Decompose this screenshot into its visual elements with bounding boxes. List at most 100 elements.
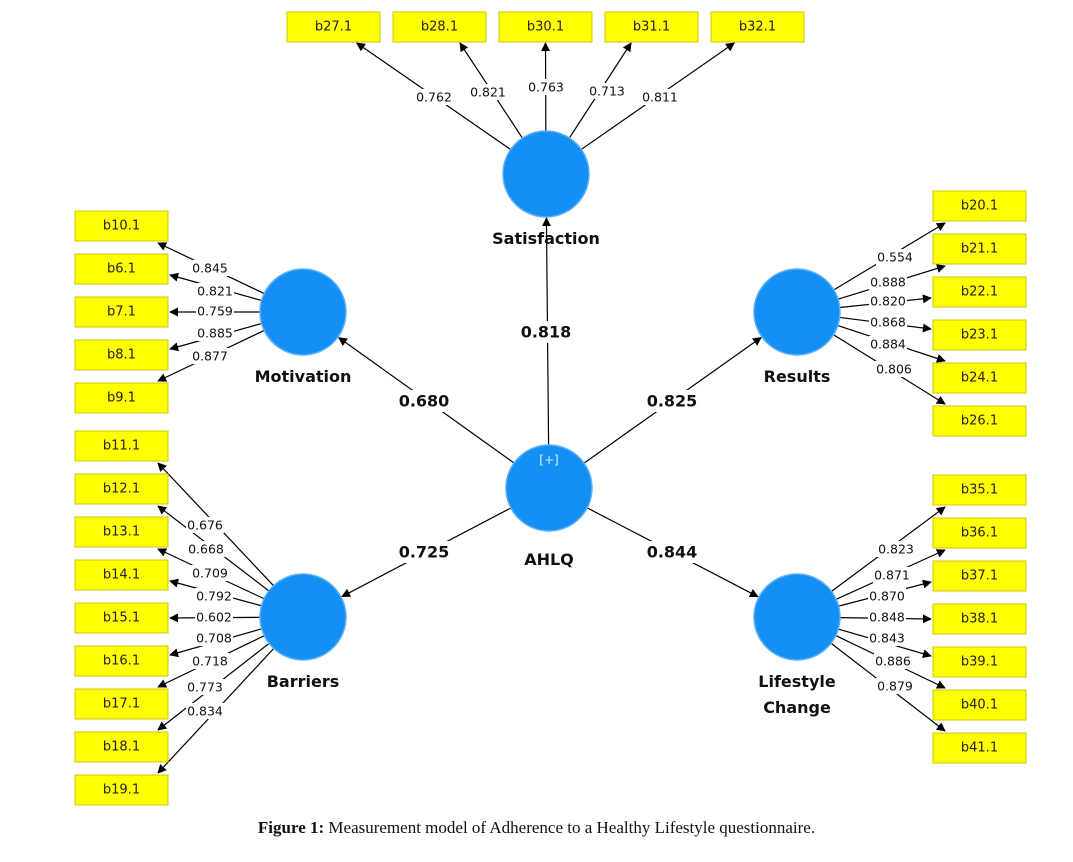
indicator-box[interactable] [74, 688, 169, 720]
indicator-box[interactable] [74, 253, 169, 285]
construct-circle[interactable] [259, 573, 347, 661]
indicator-box[interactable] [392, 11, 487, 43]
label-backdrop [877, 541, 915, 557]
indicator-b20.1[interactable]: b20.1 [932, 190, 1027, 222]
indicator-name: b9.1 [107, 391, 136, 406]
indicator-box[interactable] [286, 11, 381, 43]
construct-circle[interactable] [505, 444, 593, 532]
indicator-b9.1[interactable]: b9.1 [74, 382, 169, 414]
indicator-b6.1[interactable]: b6.1 [74, 253, 169, 285]
indicator-box[interactable] [74, 382, 169, 414]
label-backdrop [869, 293, 907, 309]
loading-value-b39.1: 0.843 [869, 631, 905, 646]
construct-results[interactable]: Results [753, 268, 841, 386]
loading-value-b9.1: 0.877 [192, 349, 228, 364]
construct-circle[interactable] [259, 268, 347, 356]
indicator-box[interactable] [932, 517, 1027, 549]
indicator-b13.1[interactable]: b13.1 [74, 516, 169, 548]
construct-circle[interactable] [753, 573, 841, 661]
expand-icon[interactable]: [+] [539, 453, 558, 467]
indicator-name: b24.1 [961, 371, 998, 386]
indicator-b12.1[interactable]: b12.1 [74, 473, 169, 505]
label-backdrop [187, 541, 225, 557]
indicator-name: b27.1 [315, 20, 352, 35]
indicator-b38.1[interactable]: b38.1 [932, 603, 1027, 635]
indicator-b16.1[interactable]: b16.1 [74, 645, 169, 677]
indicator-box[interactable] [74, 774, 169, 806]
construct-circle[interactable] [753, 268, 841, 356]
indicator-name: b35.1 [961, 483, 998, 498]
indicator-name: b39.1 [961, 655, 998, 670]
construct-barriers[interactable]: Barriers [259, 573, 347, 691]
indicator-name: b40.1 [961, 698, 998, 713]
indicator-name: b26.1 [961, 414, 998, 429]
indicator-box[interactable] [932, 474, 1027, 506]
indicator-box[interactable] [498, 11, 593, 43]
indicator-box[interactable] [74, 296, 169, 328]
indicator-box[interactable] [604, 11, 699, 43]
indicator-box[interactable] [74, 516, 169, 548]
indicator-b24.1[interactable]: b24.1 [932, 362, 1027, 394]
indicator-box[interactable] [74, 339, 169, 371]
indicator-box[interactable] [710, 11, 805, 43]
indicator-box[interactable] [74, 559, 169, 591]
indicator-b41.1[interactable]: b41.1 [932, 732, 1027, 764]
indicator-box[interactable] [932, 190, 1027, 222]
indicator-b10.1[interactable]: b10.1 [74, 210, 169, 242]
indicator-b32.1[interactable]: b32.1 [710, 11, 805, 43]
indicator-b35.1[interactable]: b35.1 [932, 474, 1027, 506]
indicator-box[interactable] [932, 560, 1027, 592]
construct-name: Change [763, 698, 831, 717]
construct-ahlq[interactable]: [+] AHLQ [505, 444, 593, 569]
indicator-box[interactable] [932, 603, 1027, 635]
indicator-box[interactable] [74, 210, 169, 242]
indicator-box[interactable] [74, 602, 169, 634]
indicator-b31.1[interactable]: b31.1 [604, 11, 699, 43]
construct-motivation[interactable]: Motivation [255, 268, 352, 386]
indicator-box[interactable] [932, 362, 1027, 394]
indicator-b18.1[interactable]: b18.1 [74, 731, 169, 763]
indicator-name: b41.1 [961, 741, 998, 756]
indicator-box[interactable] [932, 319, 1027, 351]
indicator-box[interactable] [932, 689, 1027, 721]
indicator-b36.1[interactable]: b36.1 [932, 517, 1027, 549]
indicator-b37.1[interactable]: b37.1 [932, 560, 1027, 592]
indicator-b7.1[interactable]: b7.1 [74, 296, 169, 328]
indicator-b30.1[interactable]: b30.1 [498, 11, 593, 43]
indicator-b15.1[interactable]: b15.1 [74, 602, 169, 634]
label-backdrop [868, 588, 906, 604]
indicator-b14.1[interactable]: b14.1 [74, 559, 169, 591]
construct-satisfaction[interactable]: Satisfaction [492, 130, 600, 248]
construct-circle[interactable] [502, 130, 590, 218]
indicator-b26.1[interactable]: b26.1 [932, 405, 1027, 437]
indicator-box[interactable] [932, 646, 1027, 678]
indicator-b19.1[interactable]: b19.1 [74, 774, 169, 806]
indicator-box[interactable] [74, 430, 169, 462]
label-backdrop [868, 609, 906, 625]
indicator-box[interactable] [74, 645, 169, 677]
label-backdrop [875, 361, 913, 377]
indicator-b8.1[interactable]: b8.1 [74, 339, 169, 371]
path-coefficient-motivation: 0.680 [399, 392, 450, 411]
indicator-box[interactable] [74, 473, 169, 505]
indicator-box[interactable] [932, 405, 1027, 437]
indicator-box[interactable] [932, 732, 1027, 764]
indicator-b17.1[interactable]: b17.1 [74, 688, 169, 720]
label-backdrop [398, 390, 450, 412]
indicator-box[interactable] [74, 731, 169, 763]
indicator-b22.1[interactable]: b22.1 [932, 276, 1027, 308]
indicator-name: b18.1 [103, 740, 140, 755]
indicator-box[interactable] [932, 233, 1027, 265]
indicator-b28.1[interactable]: b28.1 [392, 11, 487, 43]
figure-caption-text: Measurement model of Adherence to a Heal… [324, 818, 816, 837]
indicator-b11.1[interactable]: b11.1 [74, 430, 169, 462]
indicator-name: b13.1 [103, 525, 140, 540]
construct-name: AHLQ [524, 550, 574, 569]
indicator-b21.1[interactable]: b21.1 [932, 233, 1027, 265]
indicator-b27.1[interactable]: b27.1 [286, 11, 381, 43]
indicator-b40.1[interactable]: b40.1 [932, 689, 1027, 721]
indicator-b39.1[interactable]: b39.1 [932, 646, 1027, 678]
indicator-box[interactable] [932, 276, 1027, 308]
indicator-b23.1[interactable]: b23.1 [932, 319, 1027, 351]
